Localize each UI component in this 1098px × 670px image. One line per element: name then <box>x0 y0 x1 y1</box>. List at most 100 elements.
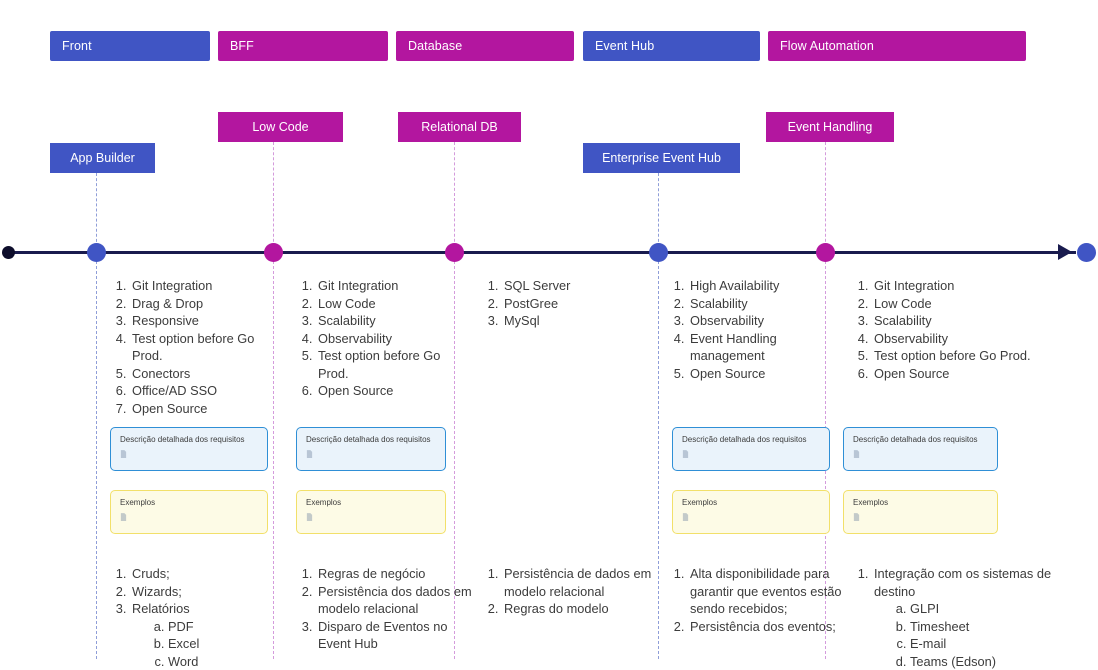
document-icon <box>682 450 689 458</box>
timeline-axis <box>8 251 1076 254</box>
category-bar-label: Flow Automation <box>780 39 874 53</box>
requirement-item: Open Source <box>130 400 285 418</box>
document-icon <box>853 450 860 458</box>
milestone-label-low-code[interactable]: Low Code <box>218 112 343 142</box>
milestone-label-text: Enterprise Event Hub <box>602 151 721 165</box>
requirement-item: Low Code <box>316 295 471 313</box>
requirement-item: Test option before Go Prod. <box>872 347 1062 365</box>
connector-line-event-handling <box>825 142 826 252</box>
requirement-item: Git Integration <box>872 277 1062 295</box>
example-text: Cruds; <box>132 566 170 581</box>
requirement-item: Low Code <box>872 295 1062 313</box>
requirement-item: Git Integration <box>316 277 471 295</box>
connector-line-enterprise-event-hub <box>658 173 659 252</box>
requirement-item: Open Source <box>316 382 471 400</box>
example-text: Wizards; <box>132 584 182 599</box>
category-bar-label: Database <box>408 39 462 53</box>
callout-text: Descrição detalhada dos requisitos <box>120 435 267 445</box>
document-icon <box>682 513 689 521</box>
example-sub-item: E-mail <box>910 635 1062 653</box>
document-icon <box>306 513 313 521</box>
example-item: Persistência de dados em modelo relacion… <box>502 565 662 600</box>
document-icon <box>306 450 313 458</box>
requirement-item: Git Integration <box>130 277 285 295</box>
callout-blue-app-builder[interactable]: Descrição detalhada dos requisitos <box>110 427 268 471</box>
requirement-item: Test option before Go Prod. <box>130 330 285 365</box>
document-icon <box>853 513 860 521</box>
category-bar-flow-automation[interactable]: Flow Automation <box>768 31 1026 61</box>
requirements-list-app-builder: Git IntegrationDrag & DropResponsiveTest… <box>110 277 285 417</box>
requirement-item: Scalability <box>872 312 1062 330</box>
category-bar-event-hub[interactable]: Event Hub <box>583 31 760 61</box>
callout-blue-enterprise-event-hub[interactable]: Descrição detalhada dos requisitos <box>672 427 830 471</box>
callout-text: Exemplos <box>853 498 997 508</box>
category-bar-label: BFF <box>230 39 254 53</box>
milestone-node-event-handling[interactable] <box>816 243 835 262</box>
callout-yellow-event-handling[interactable]: Exemplos <box>843 490 998 534</box>
callout-yellow-enterprise-event-hub[interactable]: Exemplos <box>672 490 830 534</box>
example-item: Persistência dos dados em modelo relacio… <box>316 583 476 618</box>
example-sub-item: GLPI <box>910 600 1062 618</box>
category-bar-database[interactable]: Database <box>396 31 574 61</box>
callout-blue-low-code[interactable]: Descrição detalhada dos requisitos <box>296 427 446 471</box>
callout-text: Exemplos <box>120 498 267 508</box>
example-item: RelatóriosPDFExcelWord <box>130 600 290 670</box>
end-dot-icon <box>1077 243 1096 262</box>
example-item: Regras do modelo <box>502 600 662 618</box>
example-item: Integração com os sistemas de destinoGLP… <box>872 565 1062 670</box>
example-text: Alta disponibilidade para garantir que e… <box>690 566 842 616</box>
connector-line-low-code <box>273 142 274 252</box>
milestone-node-enterprise-event-hub[interactable] <box>649 243 668 262</box>
example-sub-item: PDF <box>168 618 290 636</box>
document-icon <box>120 513 127 521</box>
example-sub-item: Word <box>168 653 290 670</box>
requirement-item: Drag & Drop <box>130 295 285 313</box>
requirement-item: Observability <box>872 330 1062 348</box>
example-text: Integração com os sistemas de destino <box>874 566 1051 599</box>
requirement-item: Open Source <box>688 365 843 383</box>
milestone-label-event-handling[interactable]: Event Handling <box>766 112 894 142</box>
milestone-label-text: Event Handling <box>788 120 873 134</box>
connector-line-relational-db <box>454 142 455 252</box>
milestone-node-low-code[interactable] <box>264 243 283 262</box>
examples-list-relational-db: Persistência de dados em modelo relacion… <box>482 565 662 618</box>
examples-list-app-builder: Cruds;Wizards;RelatóriosPDFExcelWord <box>110 565 290 670</box>
milestone-node-app-builder[interactable] <box>87 243 106 262</box>
start-dot-icon <box>2 246 15 259</box>
milestone-node-relational-db[interactable] <box>445 243 464 262</box>
requirement-item: SQL Server <box>502 277 657 295</box>
example-sub-item: Excel <box>168 635 290 653</box>
callout-yellow-low-code[interactable]: Exemplos <box>296 490 446 534</box>
connector-line-app-builder <box>96 173 97 252</box>
example-text: Persistência dos eventos; <box>690 619 836 634</box>
milestone-label-enterprise-event-hub[interactable]: Enterprise Event Hub <box>583 143 740 173</box>
milestone-label-relational-db[interactable]: Relational DB <box>398 112 521 142</box>
example-text: Regras do modelo <box>504 601 609 616</box>
example-text: Relatórios <box>132 601 190 616</box>
requirement-item: Scalability <box>316 312 471 330</box>
example-text: Persistência dos dados em modelo relacio… <box>318 584 472 617</box>
milestone-label-app-builder[interactable]: App Builder <box>50 143 155 173</box>
milestone-label-text: Relational DB <box>421 120 497 134</box>
requirements-list-low-code: Git IntegrationLow CodeScalabilityObserv… <box>296 277 471 400</box>
requirement-item: Open Source <box>872 365 1062 383</box>
category-bar-label: Event Hub <box>595 39 654 53</box>
example-item: Persistência dos eventos; <box>688 618 848 636</box>
requirement-item: Responsive <box>130 312 285 330</box>
requirement-item: Test option before Go Prod. <box>316 347 471 382</box>
callout-text: Descrição detalhada dos requisitos <box>853 435 997 445</box>
category-bar-front[interactable]: Front <box>50 31 210 61</box>
right-arrow-head-icon <box>1058 244 1072 260</box>
requirement-item: Event Handling management <box>688 330 843 365</box>
example-sub-item: Teams (Edson) <box>910 653 1062 670</box>
callout-blue-event-handling[interactable]: Descrição detalhada dos requisitos <box>843 427 998 471</box>
example-item: Regras de negócio <box>316 565 476 583</box>
examples-list-enterprise-event-hub: Alta disponibilidade para garantir que e… <box>668 565 848 635</box>
callout-yellow-app-builder[interactable]: Exemplos <box>110 490 268 534</box>
category-bar-bff[interactable]: BFF <box>218 31 388 61</box>
category-bar-label: Front <box>62 39 92 53</box>
examples-list-event-handling: Integração com os sistemas de destinoGLP… <box>852 565 1062 670</box>
milestone-label-text: Low Code <box>252 120 308 134</box>
examples-list-low-code: Regras de negócioPersistência dos dados … <box>296 565 476 653</box>
